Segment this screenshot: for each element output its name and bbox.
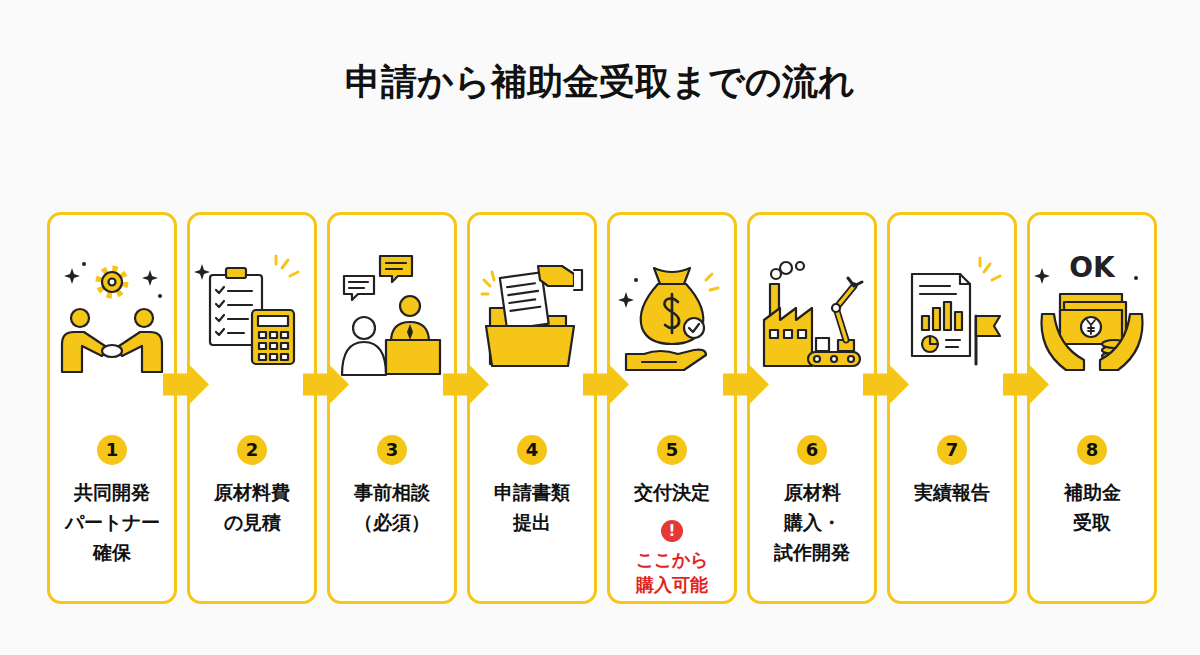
step-label: 補助金 受取 bbox=[1043, 477, 1141, 537]
step-number: 7 bbox=[937, 435, 967, 465]
step-number: 5 bbox=[657, 435, 687, 465]
icon-text: OK bbox=[1030, 251, 1154, 285]
step-number: 8 bbox=[1077, 435, 1107, 465]
step-box: 6 原材料 購入・ 試作開発 bbox=[747, 212, 877, 604]
step-box: 4 申請書類 提出 bbox=[467, 212, 597, 604]
step-label: 共同開発 パートナー 確保 bbox=[63, 477, 161, 567]
step-box: 2 原材料費 の見積 bbox=[187, 212, 317, 604]
step-box: 5 交付決定! ここから 購入可能 bbox=[607, 212, 737, 604]
step-label: 原材料 購入・ 試作開発 bbox=[763, 477, 861, 567]
step-label: 申請書類 提出 bbox=[483, 477, 581, 537]
step-number: 6 bbox=[797, 435, 827, 465]
step-box: OK 8 補助金 受取 bbox=[1027, 212, 1157, 604]
diagram-title: 申請から補助金受取までの流れ bbox=[0, 58, 1200, 106]
step-box: 7 実績報告 bbox=[887, 212, 1017, 604]
step-box: 1 共同開発 パートナー 確保 bbox=[47, 212, 177, 604]
step-number: 4 bbox=[517, 435, 547, 465]
step-number: 3 bbox=[377, 435, 407, 465]
step-label: 交付決定 bbox=[623, 477, 721, 507]
step-label: 原材料費 の見積 bbox=[203, 477, 301, 537]
step-number: 1 bbox=[97, 435, 127, 465]
warning-note: ここから 購入可能 bbox=[622, 547, 722, 597]
step-label: 実績報告 bbox=[903, 477, 1001, 507]
warning-mark: ! bbox=[661, 520, 683, 542]
step-label: 事前相談 （必須） bbox=[343, 477, 441, 537]
step-number: 2 bbox=[237, 435, 267, 465]
step-box: 3 事前相談 （必須） bbox=[327, 212, 457, 604]
